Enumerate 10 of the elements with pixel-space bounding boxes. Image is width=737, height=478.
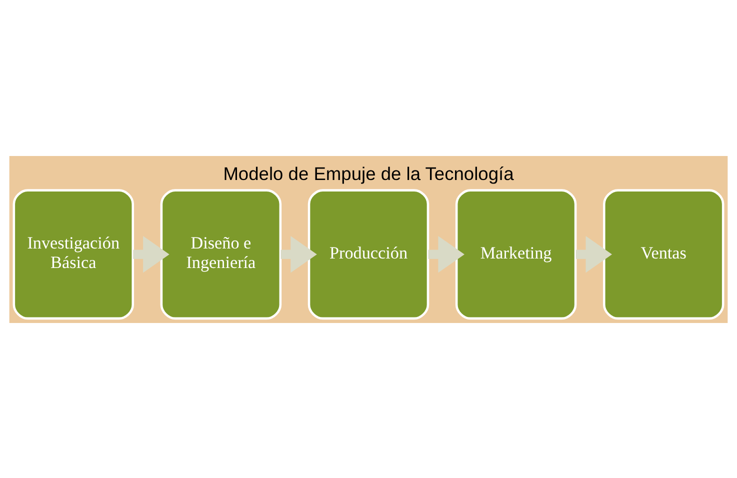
node-box: Ventas [602,188,724,320]
node-box: Producción [308,188,430,320]
diagram-title: Modelo de Empuje de la Tecnología [223,162,514,184]
arrow [280,235,317,272]
node-box: Marketing [455,188,577,320]
arrow [576,235,612,272]
arrow [428,235,464,272]
node-box: Investigación Básica [12,188,134,320]
arrow [133,235,170,272]
node-box: Diseño e Ingeniería [160,188,282,320]
